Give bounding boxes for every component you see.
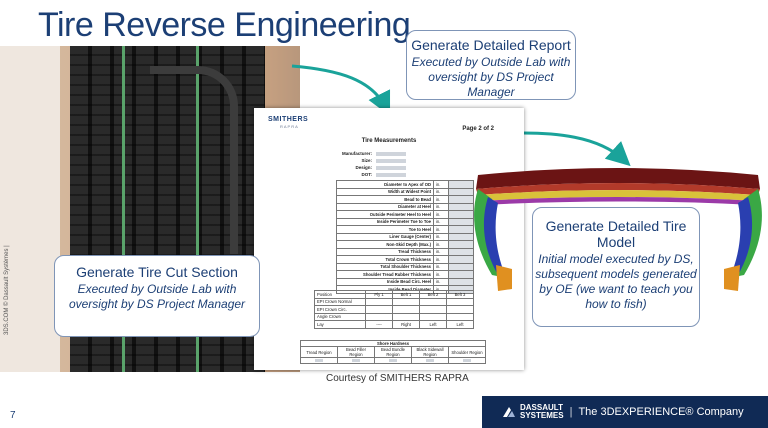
meta-label: DOT:: [361, 172, 373, 177]
meta-label: Size:: [361, 158, 372, 163]
callout-body: Executed by Outside Lab with oversight b…: [411, 55, 571, 99]
shore-hardness-table: Shore Hardness Tread Region Bead Filler …: [300, 340, 486, 364]
measurement-unit: in.: [433, 277, 449, 286]
callout-heading: Generate Tire Cut Section: [76, 264, 238, 280]
measurement-unit: in.: [433, 240, 449, 249]
measurement-label: Outside Perimeter Heel to Heel: [336, 210, 434, 219]
ply-cell: [365, 297, 393, 306]
side-copyright: 3DS.COM © Dassault Systèmes |: [4, 245, 10, 335]
meta-label: Manufacturer:: [341, 151, 372, 156]
ply-cell: Lay: [314, 320, 366, 329]
footer-bar: DASSAULT SYSTEMES | The 3DEXPERIENCE® Co…: [482, 396, 768, 428]
measurement-label: Diameter at Heel: [336, 202, 434, 211]
tire-model-cross-section: [474, 168, 762, 291]
shore-header: Bead Bundle Region: [374, 346, 412, 358]
smithers-logo-sub: RAPRA: [280, 124, 299, 129]
measurement-label: Inside Perimeter Toe to Toe: [336, 217, 434, 226]
ds-logo-icon: [503, 407, 515, 417]
callout-tire-cut-section: Generate Tire Cut Section Executed by Ou…: [54, 255, 260, 337]
measurement-unit: in.: [433, 187, 449, 196]
ply-cell: [392, 312, 420, 321]
photo-green-line-2: [196, 46, 199, 372]
callout-detailed-tire-model: Generate Detailed Tire Model Initial mod…: [532, 207, 700, 327]
measurement-label: Total Crown Thickness: [336, 255, 434, 264]
measurement-label: Shoulder Tread Rubber Thickness: [336, 270, 434, 279]
shore-header: Bead Filler Region: [337, 346, 375, 358]
measurement-label: Liner Gauge (Center): [336, 232, 434, 241]
report-heading: Tire Measurements: [361, 138, 417, 144]
callout-body: Executed by Outside Lab with oversight b…: [68, 282, 246, 311]
measurement-unit: in.: [433, 195, 449, 204]
ply-cell: EPI Crown Normal: [314, 297, 366, 306]
callout-heading: Generate Detailed Tire Model: [545, 218, 687, 250]
page-number: 7: [10, 410, 16, 421]
measurement-unit: in.: [433, 217, 449, 226]
ply-cell: [446, 305, 474, 314]
callout-heading: Generate Detailed Report: [411, 37, 571, 53]
report-document: SMITHERS RAPRA Page 2 of 2 Tire Measurem…: [254, 108, 524, 370]
measurement-unit: in.: [433, 210, 449, 219]
measurement-unit: in.: [433, 270, 449, 279]
photo-wall: [0, 46, 60, 372]
smithers-logo: SMITHERS: [268, 116, 309, 123]
ply-cell: [392, 297, 420, 306]
measurement-unit: in.: [433, 232, 449, 241]
measurement-label: Non-Skid Depth (Max.): [336, 240, 434, 249]
measurement-label: Total Shoulder Thickness: [336, 262, 434, 271]
ply-header: Ply 1: [365, 290, 393, 299]
measurement-label: Toe to Heel: [336, 225, 434, 234]
ply-cell: Right: [392, 320, 420, 329]
measurement-label: Width at Widest Point: [336, 187, 434, 196]
ply-cell: Left: [419, 320, 447, 329]
arrow-photo-to-report: [291, 64, 391, 117]
report-page-number: Page 2 of 2: [462, 126, 494, 132]
ply-cell: [392, 305, 420, 314]
ply-cell: [446, 312, 474, 321]
callout-detailed-report: Generate Detailed Report Executed by Out…: [406, 30, 576, 100]
measurement-unit: in.: [433, 180, 449, 189]
shore-header: Shoulder Region: [448, 346, 486, 358]
ply-cell: [419, 305, 447, 314]
ply-header: Belt 1: [392, 290, 420, 299]
ply-cell: [365, 305, 393, 314]
measurement-unit: in.: [433, 262, 449, 271]
ply-cell: Left: [446, 320, 474, 329]
ply-cell: Angle Crown: [314, 312, 366, 321]
measurement-unit: in.: [433, 202, 449, 211]
measurement-label: Diameter to Apex of OD: [336, 180, 434, 189]
measurement-label: Tread Thickness: [336, 247, 434, 256]
meta-label: Design:: [355, 165, 372, 170]
shore-header: Tread Region: [300, 346, 338, 358]
ply-cell: EPI Crown Circ.: [314, 305, 366, 314]
measurement-unit: in.: [433, 255, 449, 264]
brand-line-1: DASSAULT: [520, 403, 563, 412]
measurement-label: Bead to Bead: [336, 195, 434, 204]
measurement-label: Inside Bead Circ. Heel: [336, 277, 434, 286]
callout-body: Initial model executed by DS, subsequent…: [535, 252, 697, 311]
courtesy-caption: Courtesy of SMITHERS RAPRA: [326, 373, 469, 384]
ply-header: Belt 2: [419, 290, 447, 299]
footer-brand: DASSAULT SYSTEMES: [520, 404, 564, 420]
ply-table: Position Ply 1 Belt 1 Belt 2 Belt 3 EPI …: [314, 290, 474, 329]
footer-separator: |: [569, 406, 573, 418]
report-meta: Manufacturer: Size: Design: DOT:: [330, 150, 406, 178]
ply-cell: ----: [365, 320, 393, 329]
ply-header: Position: [314, 290, 366, 299]
footer-tagline: The 3DEXPERIENCE® Company: [578, 406, 744, 418]
measurement-unit: in.: [433, 225, 449, 234]
brand-line-2: SYSTEMES: [520, 411, 564, 420]
photo-cut-section: [150, 66, 238, 254]
ply-cell: [419, 297, 447, 306]
ply-cell: [365, 312, 393, 321]
slide-title: Tire Reverse Engineering: [38, 6, 411, 44]
ply-cell: [419, 312, 447, 321]
photo-green-line-1: [122, 46, 125, 372]
measurement-unit: in.: [433, 247, 449, 256]
shore-header: Black Sidewall Region: [411, 346, 449, 358]
